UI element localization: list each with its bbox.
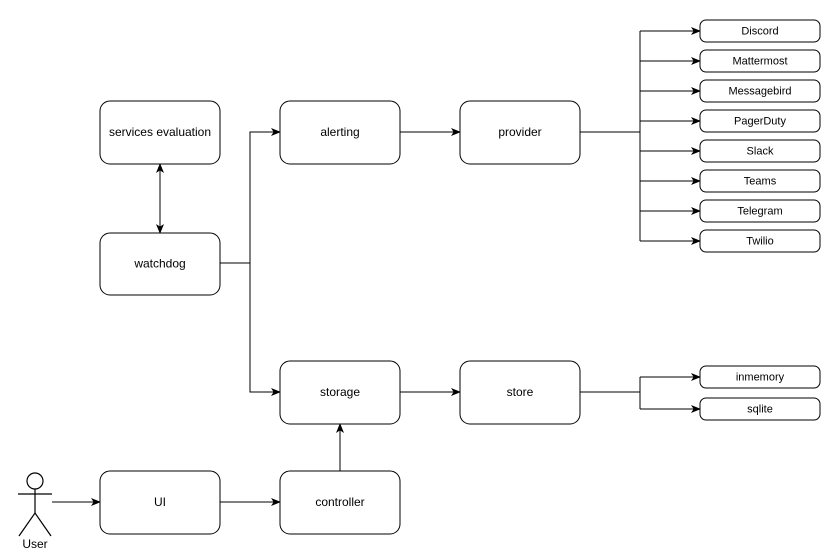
provider-target-mattermost-label: Mattermost [732, 55, 787, 67]
node-ui-label: UI [154, 495, 166, 509]
provider-target-discord-label: Discord [741, 25, 778, 37]
store-target-sqlite[interactable]: sqlite [699, 397, 821, 421]
provider-target-discord-shape[interactable] [699, 19, 821, 43]
store-target-inmemory-shape[interactable] [699, 365, 821, 389]
actor-label: User [22, 537, 47, 551]
provider-target-messagebird-shape[interactable] [699, 79, 821, 103]
user-actor: User [18, 472, 52, 551]
node-controller-shape[interactable] [279, 470, 401, 535]
store-targets-layer: inmemory sqlite [699, 365, 821, 421]
provider-target-twilio-shape[interactable] [699, 229, 821, 253]
node-store-label: store [507, 385, 534, 399]
provider-target-teams-shape[interactable] [699, 169, 821, 193]
node-provider[interactable]: provider [459, 100, 581, 165]
provider-target-pagerduty-label: PagerDuty [734, 115, 786, 127]
node-alerting[interactable]: alerting [279, 100, 401, 165]
node-alerting-shape[interactable] [279, 100, 401, 165]
actor-head-icon [26, 472, 44, 490]
provider-target-mattermost-shape[interactable] [699, 49, 821, 73]
provider-target-slack-shape[interactable] [699, 139, 821, 163]
node-provider-label: provider [498, 125, 541, 139]
fanouts-layer [580, 27, 701, 413]
provider-target-telegram-shape[interactable] [699, 199, 821, 223]
node-watchdog[interactable]: watchdog [99, 232, 221, 296]
provider-targets-layer: DiscordMattermostMessagebirdPagerDutySla… [699, 19, 821, 253]
actor-legs-icon [18, 511, 52, 537]
provider-target-teams[interactable]: Teams [699, 169, 821, 193]
provider-target-messagebird[interactable]: Messagebird [699, 79, 821, 103]
provider-target-slack-label: Slack [747, 145, 774, 157]
store-target-inmemory-label: inmemory [736, 371, 785, 383]
node-services-evaluation-label: services evaluation [109, 125, 211, 139]
provider-target-slack[interactable]: Slack [699, 139, 821, 163]
provider-target-pagerduty-shape[interactable] [699, 109, 821, 133]
edges-layer [52, 128, 461, 506]
node-provider-shape[interactable] [459, 100, 581, 165]
nodes-layer: services evaluation watchdog alerting provi… [99, 100, 581, 535]
node-services-evaluation-shape[interactable] [99, 100, 221, 165]
provider-target-twilio-label: Twilio [746, 235, 774, 247]
provider-target-pagerduty[interactable]: PagerDuty [699, 109, 821, 133]
provider-target-telegram-label: Telegram [737, 205, 782, 217]
node-ui-shape[interactable] [99, 470, 221, 535]
node-watchdog-label: watchdog [133, 257, 185, 271]
provider-target-twilio[interactable]: Twilio [699, 229, 821, 253]
edge-watchdog-alerting [220, 128, 281, 264]
store-target-inmemory[interactable]: inmemory [699, 365, 821, 389]
node-alerting-label: alerting [320, 125, 359, 139]
node-services-evaluation[interactable]: services evaluation [99, 100, 221, 165]
node-ui[interactable]: UI [99, 470, 221, 535]
node-storage-label: storage [320, 385, 360, 399]
provider-target-messagebird-label: Messagebird [729, 85, 792, 97]
provider-target-discord[interactable]: Discord [699, 19, 821, 43]
node-controller-label: controller [315, 495, 364, 509]
node-store[interactable]: store [459, 360, 581, 425]
node-store-shape[interactable] [459, 360, 581, 425]
node-controller[interactable]: controller [279, 470, 401, 535]
edge-watchdog-storage [249, 263, 281, 396]
provider-target-telegram[interactable]: Telegram [699, 199, 821, 223]
provider-target-mattermost[interactable]: Mattermost [699, 49, 821, 73]
node-storage-shape[interactable] [279, 360, 401, 425]
store-target-sqlite-shape[interactable] [699, 397, 821, 421]
node-watchdog-shape[interactable] [99, 232, 221, 296]
node-storage[interactable]: storage [279, 360, 401, 425]
provider-target-teams-label: Teams [744, 175, 777, 187]
store-target-sqlite-label: sqlite [747, 403, 773, 415]
